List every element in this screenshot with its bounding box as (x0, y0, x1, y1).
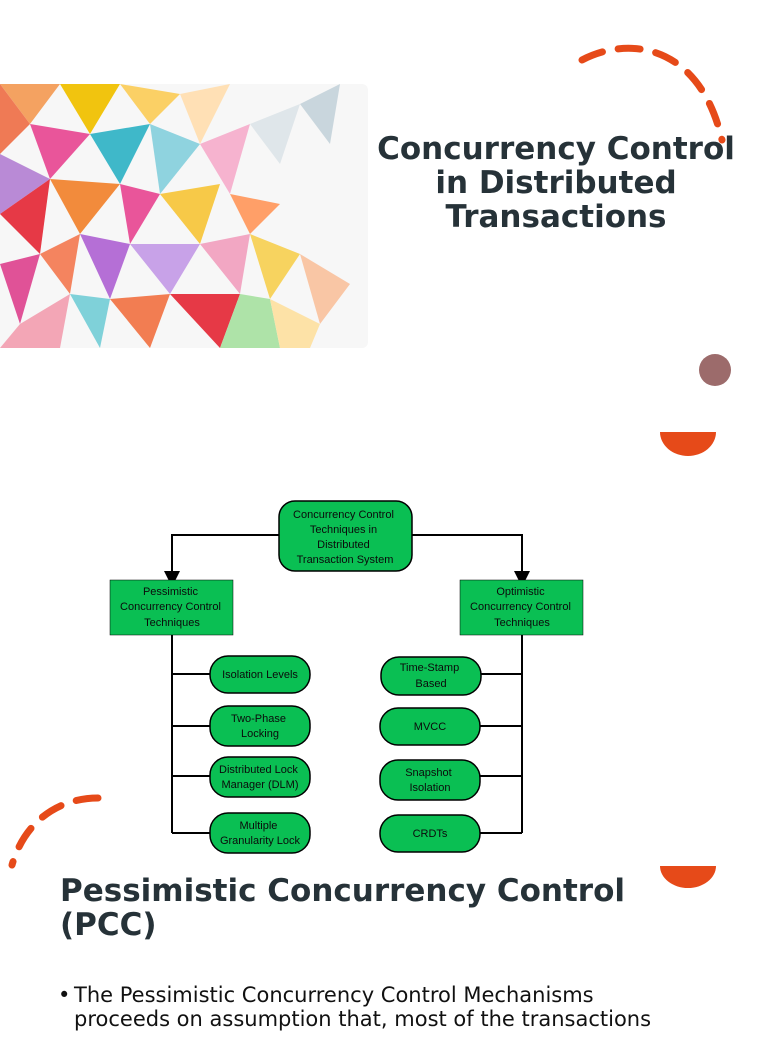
pessimistic-item-line: Locking (241, 728, 279, 740)
half-circle-decoration (660, 866, 716, 888)
title-slide: Concurrency Control in Distributed Trans… (0, 0, 768, 460)
optimistic-item (380, 656, 482, 696)
optimistic-item (379, 814, 481, 853)
optimistic-item-line: Snapshot (405, 767, 451, 779)
svg-text:Isolation Levels: Isolation Levels (222, 669, 298, 681)
pessimistic-item (209, 655, 311, 694)
pessimistic-item-line: Isolation Levels (222, 669, 298, 681)
pessimistic-node (109, 579, 234, 636)
svg-text:Time-Stamp Based: Time-Stamp Based (400, 662, 463, 690)
svg-text:Distributed Lock Manager (: Distributed Lock Manager (DLM) (219, 764, 301, 791)
pessimistic-item (209, 812, 311, 854)
root-node-line: Distributed (317, 539, 370, 551)
root-node-line: Concurrency Control (293, 509, 394, 521)
concurrency-control-diagram: Concurrency Control Techniques in Distri… (109, 500, 584, 854)
pessimistic-item-line: Granularity Lock (220, 835, 301, 847)
svg-text:Concurrency Control Techni: Concurrency Control Techniques in Distri… (293, 509, 397, 566)
optimistic-node (459, 579, 584, 636)
optimistic-node-line: Optimistic (496, 586, 545, 598)
pessimistic-node-line: Pessimistic (143, 586, 199, 598)
pessimistic-item-line: Two-Phase (231, 713, 286, 725)
optimistic-node-line: Techniques (494, 617, 550, 629)
svg-text:Multiple Granularity Lock: Multiple Granularity Lock (220, 820, 301, 847)
svg-text:MVCC: MVCC (414, 721, 446, 733)
dot-decoration (699, 354, 731, 386)
section-heading: Pessimistic Concurrency Control (PCC) (60, 873, 626, 943)
pessimistic-item-line: Distributed Lock (219, 764, 298, 776)
dashed-arc-decoration (578, 44, 726, 144)
optimistic-item-line: MVCC (414, 721, 446, 733)
optimistic-item (379, 759, 481, 801)
svg-text:CRDTs: CRDTs (413, 828, 448, 840)
svg-text:Pessimistic Concurrency Co: Pessimistic Concurrency Control Techniqu… (120, 586, 224, 629)
svg-text:Snapshot Isolation: Snapshot Isolation (405, 767, 455, 794)
dashed-arc-decoration (8, 794, 102, 869)
bullet-marker: • (58, 983, 71, 1007)
pessimistic-item (209, 705, 311, 747)
optimistic-item-line: Time-Stamp (400, 662, 460, 674)
optimistic-item-line: Based (415, 678, 446, 690)
root-node-line: Techniques in (310, 524, 377, 536)
root-node (278, 500, 413, 572)
pessimistic-node-line: Techniques (144, 617, 200, 629)
pessimistic-node-line: Concurrency Control (120, 601, 221, 613)
slide-title: Concurrency Control in Distributed Trans… (377, 131, 735, 235)
root-node-line: Transaction System (297, 554, 394, 566)
pessimistic-item-line: Multiple (240, 820, 278, 832)
optimistic-item-line: Isolation (410, 782, 451, 794)
polygon-art-image (0, 84, 368, 348)
pessimistic-item (209, 756, 311, 798)
half-circle-decoration (660, 432, 716, 456)
optimistic-node-line: Concurrency Control (470, 601, 571, 613)
svg-text:Two-Phase Locking: Two-Phase Locking (231, 713, 289, 740)
bullet-paragraph: • The Pessimistic Concurrency Control Me… (58, 983, 718, 1055)
svg-text:Optimistic Concurrency Con: Optimistic Concurrency Control Technique… (470, 586, 574, 629)
pessimistic-item-line: Manager (DLM) (221, 779, 298, 791)
optimistic-item-line: CRDTs (413, 828, 448, 840)
optimistic-item (379, 707, 481, 746)
